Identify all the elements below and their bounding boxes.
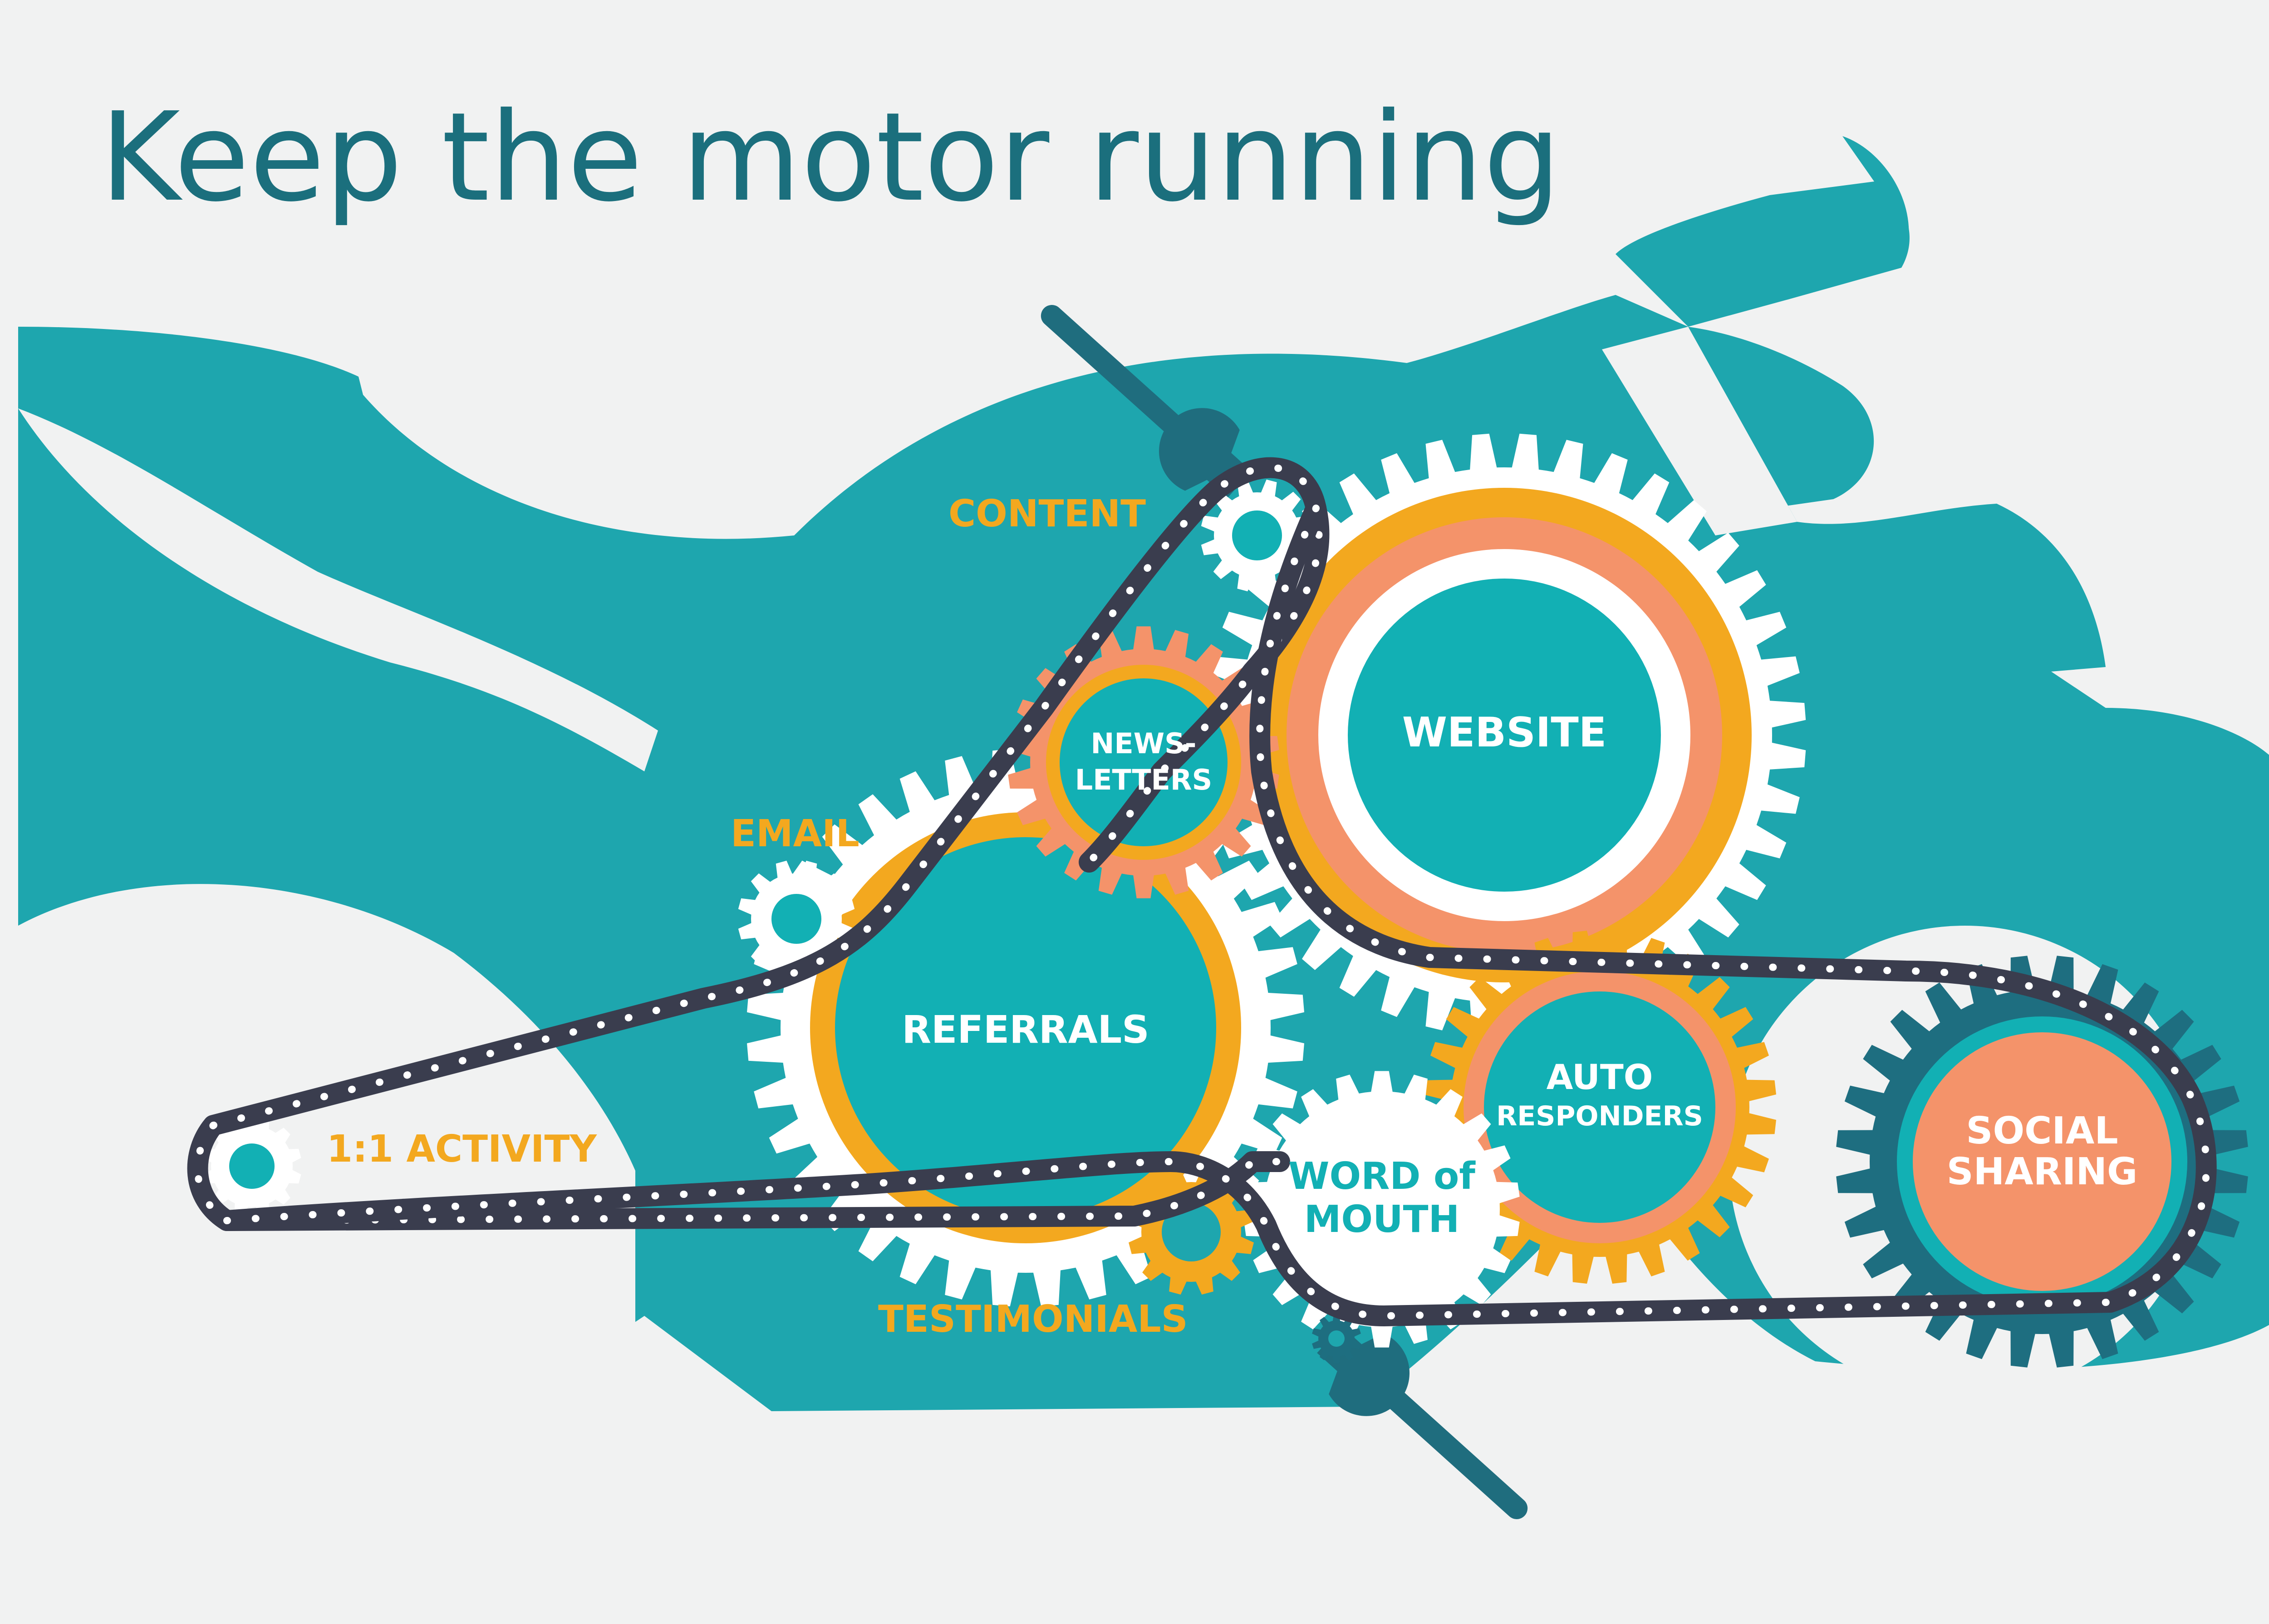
- chain-icon: [187, 457, 2217, 1326]
- chain-loop-bottom: [216, 1151, 1181, 1231]
- chain-loop-lower: [1160, 498, 2217, 1326]
- gear-social-sharing: [1836, 956, 2248, 1368]
- gear-word-of-mouth-label-2: MOUTH: [1304, 1198, 1459, 1241]
- gear-autoresponders-label-1: AUTO: [1547, 1057, 1653, 1097]
- gear-small-bottom: [1312, 1314, 1361, 1364]
- gear-autoresponders-label-2: RESPONDERS: [1496, 1100, 1703, 1132]
- label-one-to-one-activity: 1:1 ACTIVITY: [327, 1128, 597, 1171]
- gears-layer: [202, 433, 2248, 1368]
- gear-website: [1203, 433, 1806, 1037]
- gear-newsletters-label-2: LETTERS: [1075, 763, 1213, 796]
- gear-word-of-mouth: [1244, 1071, 1520, 1348]
- gear-newsletters-label-1: NEWS-: [1090, 727, 1196, 760]
- gear-newsletters: [1008, 626, 1279, 898]
- gear-referrals-label: REFERRALS: [902, 1007, 1149, 1052]
- page-title: Keep the motor running: [100, 86, 1561, 229]
- gear-small-activity: [202, 1117, 301, 1216]
- label-content: CONTENT: [948, 492, 1146, 535]
- gear-website-label: WEBSITE: [1402, 709, 1607, 756]
- gear-word-of-mouth-label-1: WORD of: [1288, 1155, 1476, 1198]
- gear-social-sharing-label-2: SHARING: [1947, 1150, 2138, 1193]
- gear-social-sharing-label-1: SOCIAL: [1966, 1109, 2118, 1153]
- label-testimonials: TESTIMONIALS: [878, 1298, 1188, 1341]
- label-email: EMAIL: [731, 812, 859, 855]
